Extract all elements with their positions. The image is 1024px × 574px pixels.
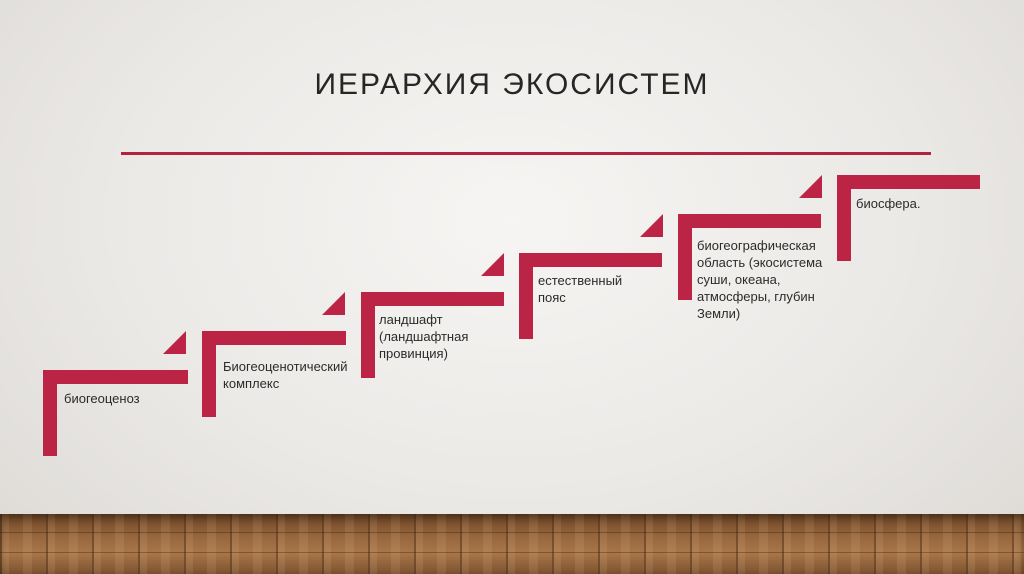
step-5-top-bar	[678, 214, 821, 228]
step-4-top-bar	[519, 253, 662, 267]
step-4-side-bar	[519, 253, 533, 339]
step-5-corner-triangle	[640, 214, 663, 237]
step-3-label: ландшафт (ландшафтная провинция)	[379, 312, 469, 361]
step-6-corner-triangle	[799, 175, 822, 198]
step-5-side-bar	[678, 214, 692, 300]
step-3-top-bar	[361, 292, 504, 306]
step-2-top-bar	[202, 331, 346, 345]
step-2-side-bar	[202, 331, 216, 417]
floor-plank-seam	[0, 532, 1024, 533]
step-1-label: биогеоценоз	[64, 391, 140, 406]
wooden-floor	[0, 514, 1024, 574]
step-6-label: биосфера.	[856, 196, 921, 211]
step-2-corner-triangle	[163, 331, 186, 354]
step-1-top-bar	[43, 370, 188, 384]
step-6-top-bar	[837, 175, 980, 189]
title-divider	[121, 152, 931, 155]
step-2-label: Биогеоценотический комплекс	[223, 359, 348, 391]
step-5-label: биогеографическая область (экосистема су…	[697, 238, 823, 321]
step-4-corner-triangle	[481, 253, 504, 276]
step-4-label: естественный пояс	[538, 273, 623, 305]
step-3-side-bar	[361, 292, 375, 378]
slide-title: ИЕРАРХИЯ ЭКОСИСТЕМ	[314, 68, 710, 101]
step-3-corner-triangle	[322, 292, 345, 315]
floor-plank-seam	[0, 552, 1024, 553]
step-6-side-bar	[837, 175, 851, 261]
step-1-side-bar	[43, 370, 57, 456]
